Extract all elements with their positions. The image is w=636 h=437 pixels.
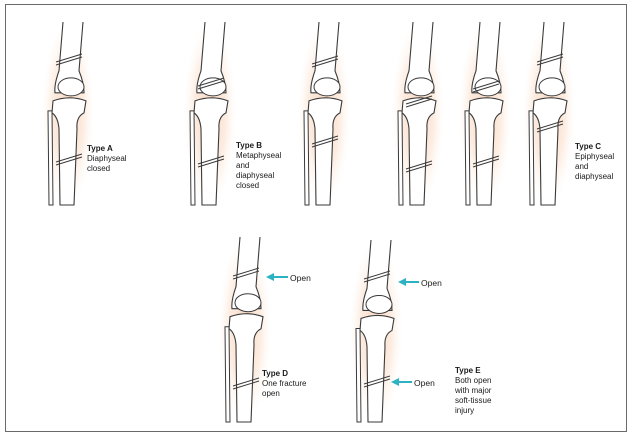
open-label-e-lower: Open bbox=[414, 378, 435, 388]
fibula bbox=[190, 111, 195, 205]
open-arrow-d bbox=[266, 273, 288, 281]
patella bbox=[408, 78, 434, 96]
fibula bbox=[48, 111, 53, 205]
leg-type-c-3 bbox=[523, 22, 575, 205]
leg-type-b-2 bbox=[298, 22, 350, 205]
fibula bbox=[398, 111, 403, 205]
fibula bbox=[304, 111, 309, 205]
leg-type-c-2 bbox=[459, 22, 511, 205]
leg-type-b-1 bbox=[184, 22, 236, 205]
arrow-head bbox=[266, 273, 274, 281]
arrow-head bbox=[398, 278, 406, 286]
patella bbox=[539, 78, 565, 96]
leg-type-c-1 bbox=[392, 22, 444, 205]
fibula bbox=[529, 111, 534, 205]
fibula bbox=[356, 328, 361, 422]
fibula bbox=[465, 111, 470, 205]
open-label-e-upper: Open bbox=[421, 278, 442, 288]
fibula bbox=[225, 327, 230, 422]
patella bbox=[235, 294, 261, 312]
patella bbox=[314, 78, 340, 96]
open-label-d: Open bbox=[290, 273, 311, 283]
patella bbox=[366, 295, 392, 313]
leg-type-e bbox=[350, 240, 402, 422]
patella bbox=[58, 78, 84, 96]
open-arrow-e-upper bbox=[398, 278, 419, 286]
leg-type-a bbox=[42, 22, 94, 205]
